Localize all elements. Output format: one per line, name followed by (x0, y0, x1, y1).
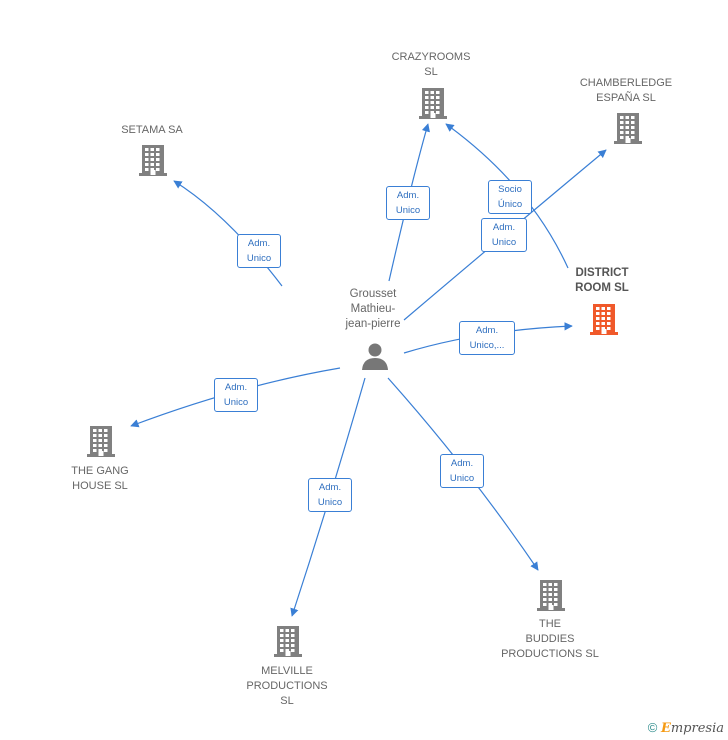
edge-label-person-to-district[interactable]: Adm. Unico,... (459, 321, 515, 355)
company-name-district[interactable]: DISTRICT ROOM SL (575, 267, 629, 294)
company-name-buddies[interactable]: THE BUDDIES PRODUCTIONS SL (501, 618, 599, 660)
edge-label-person-to-buddies[interactable]: Adm. Unico (440, 454, 484, 488)
edge-label-person-to-gang[interactable]: Adm. Unico (214, 378, 258, 412)
person-icon[interactable] (360, 341, 390, 376)
edge-label-district-to-crazyrooms[interactable]: Socio Único (488, 180, 532, 214)
copyright-symbol: © (647, 720, 658, 735)
building-icon[interactable] (85, 424, 117, 463)
edge-person-to-setama (173, 180, 283, 287)
building-icon[interactable] (417, 86, 449, 125)
building-icon[interactable] (272, 624, 304, 663)
building-icon[interactable] (137, 143, 169, 182)
building-icon[interactable] (535, 578, 567, 617)
edge-label-person-to-melville[interactable]: Adm. Unico (308, 478, 352, 512)
person-name[interactable]: Grousset Mathieu- jean-pierre (345, 288, 401, 330)
empresia-logo: Empresia (660, 721, 724, 736)
company-name-setama[interactable]: SETAMA SA (121, 124, 183, 136)
building-icon[interactable] (612, 111, 644, 150)
edge-label-person-to-crazyrooms[interactable]: Adm. Unico (386, 186, 430, 220)
company-name-chamberledge[interactable]: CHAMBERLEDGE ESPAÑA SL (579, 77, 673, 104)
company-name-gang[interactable]: THE GANG HOUSE SL (71, 465, 129, 492)
company-name-crazyrooms[interactable]: CRAZYROOMS SL (391, 51, 471, 78)
building-icon[interactable] (588, 302, 620, 341)
edge-label-person-to-chamberledge[interactable]: Adm. Unico (481, 218, 527, 252)
company-name-melville[interactable]: MELVILLE PRODUCTIONS SL (246, 665, 328, 707)
footer-brand: © Empresia (648, 720, 724, 736)
edge-label-person-to-setama[interactable]: Adm. Unico (237, 234, 281, 268)
